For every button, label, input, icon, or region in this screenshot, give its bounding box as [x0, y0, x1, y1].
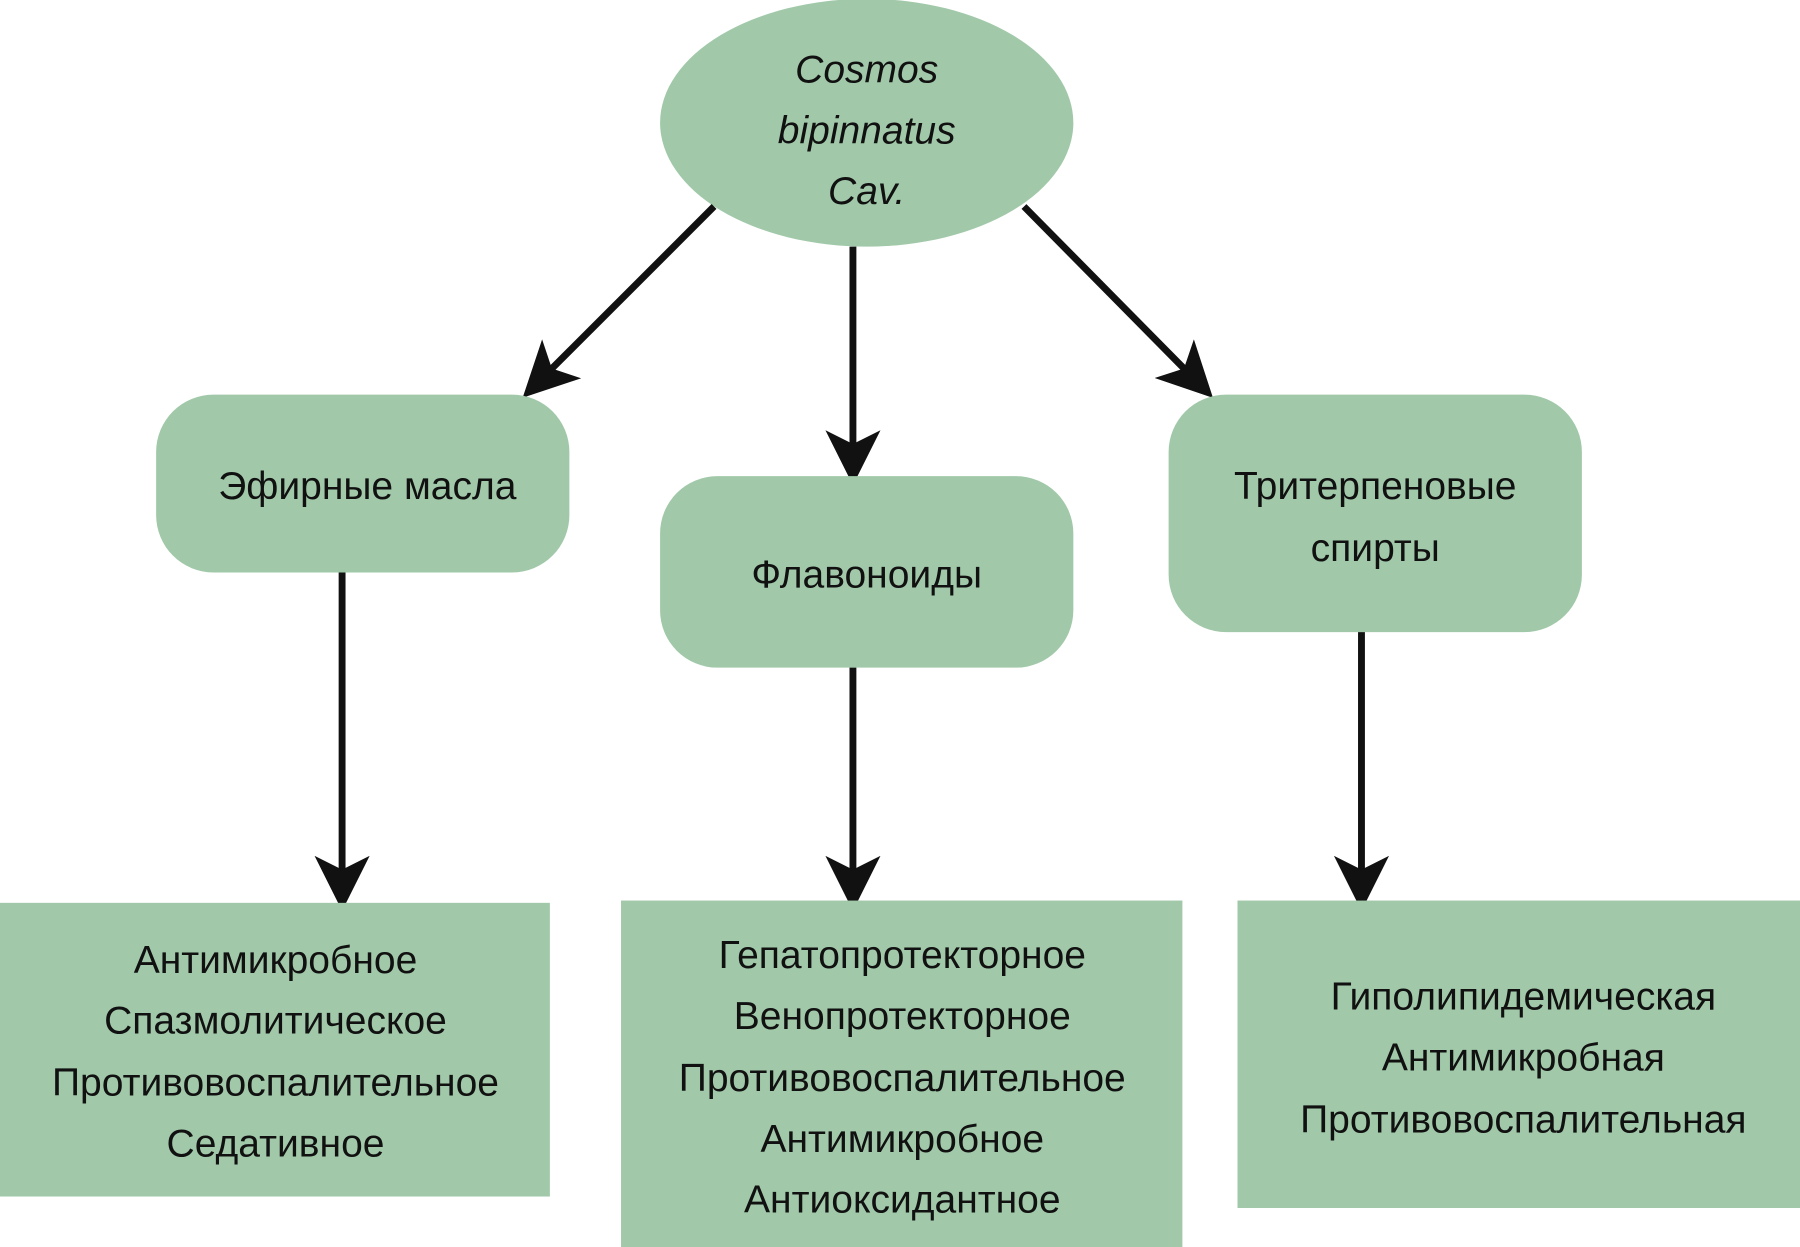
effects-box-essential-oils: Антимикробное Спазмолитическое Противово…	[0, 902, 550, 1197]
effects-box-triterpene-alcohols: Гиполипидемическая Антимикробная Противо…	[1237, 900, 1800, 1208]
group-title-line-2: спирты	[1311, 527, 1440, 570]
group-title: Эфирные масла	[218, 465, 517, 508]
root-line-1: Cosmos	[795, 49, 938, 92]
group-node-triterpene-alcohols: Тритерпеновые спирты	[1168, 394, 1582, 633]
root-line-2: bipinnatus	[778, 109, 956, 152]
effect-item: Противовоспалительное	[679, 1057, 1126, 1100]
arrow-root-to-essential-oils	[522, 204, 717, 398]
effect-item: Противовоспалительное	[52, 1062, 499, 1105]
root-node: Cosmos bipinnatus Cav.	[660, 0, 1074, 247]
effect-item: Противовоспалительная	[1300, 1098, 1746, 1141]
effect-item: Седативное	[167, 1122, 385, 1165]
effect-item: Спазмолитическое	[104, 1000, 447, 1043]
effect-item: Антиоксидантное	[744, 1179, 1061, 1222]
group-title: Флавоноиды	[751, 553, 982, 596]
effect-item: Венопротекторное	[734, 995, 1071, 1038]
effect-item: Антимикробное	[134, 939, 418, 982]
group-node-flavonoids: Флавоноиды	[660, 476, 1074, 668]
arrow-root-to-triterpene-alcohols	[1021, 204, 1213, 398]
group-title-line-1: Тритерпеновые	[1234, 465, 1516, 508]
effect-item: Антимикробное	[760, 1118, 1044, 1161]
effect-item: Антимикробная	[1382, 1036, 1665, 1079]
effects-box-flavonoids: Гепатопротекторное Венопротекторное Прот…	[621, 900, 1183, 1247]
group-node-essential-oils: Эфирные масла	[156, 394, 570, 573]
root-line-3: Cav.	[828, 170, 905, 213]
effect-item: Гепатопротекторное	[719, 934, 1086, 977]
effect-item: Гиполипидемическая	[1331, 976, 1717, 1019]
